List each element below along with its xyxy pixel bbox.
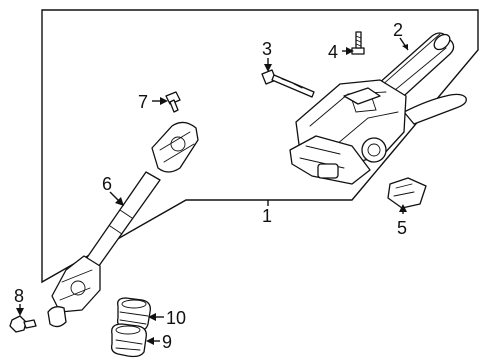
boot-9 bbox=[110, 323, 147, 358]
arrowhead-8 bbox=[16, 308, 24, 316]
arrowhead-2 bbox=[402, 44, 408, 50]
arrowhead-3 bbox=[264, 64, 272, 72]
arrowhead-4 bbox=[346, 47, 354, 55]
callout-4: 4 bbox=[328, 42, 338, 62]
callout-2: 2 bbox=[393, 20, 403, 40]
callout-1: 1 bbox=[262, 206, 272, 226]
callout-7: 7 bbox=[138, 92, 148, 112]
seal-10 bbox=[116, 297, 151, 332]
bolt-3 bbox=[261, 69, 315, 98]
callout-6: 6 bbox=[102, 174, 112, 194]
callout-labels: 1 2 3 4 5 6 7 8 9 10 bbox=[14, 20, 407, 352]
arrowhead-5 bbox=[399, 204, 407, 212]
bolt-8 bbox=[9, 315, 37, 333]
intermediate-shaft-6 bbox=[47, 121, 199, 328]
callout-5: 5 bbox=[397, 218, 407, 238]
steering-column-assembly bbox=[289, 32, 467, 185]
bolt-7 bbox=[165, 91, 181, 113]
arrowhead-7 bbox=[160, 97, 168, 105]
callout-9: 9 bbox=[162, 332, 172, 352]
callout-8: 8 bbox=[14, 286, 24, 306]
callout-3: 3 bbox=[262, 39, 272, 59]
callout-10: 10 bbox=[166, 308, 186, 328]
leader-arrowheads bbox=[16, 44, 408, 345]
arrowhead-6 bbox=[115, 197, 124, 206]
arrowhead-10 bbox=[148, 313, 156, 321]
clip-5 bbox=[387, 177, 427, 209]
bolt-4 bbox=[351, 31, 365, 55]
assembly-boundary bbox=[41, 9, 479, 284]
arrowhead-9 bbox=[146, 337, 154, 345]
